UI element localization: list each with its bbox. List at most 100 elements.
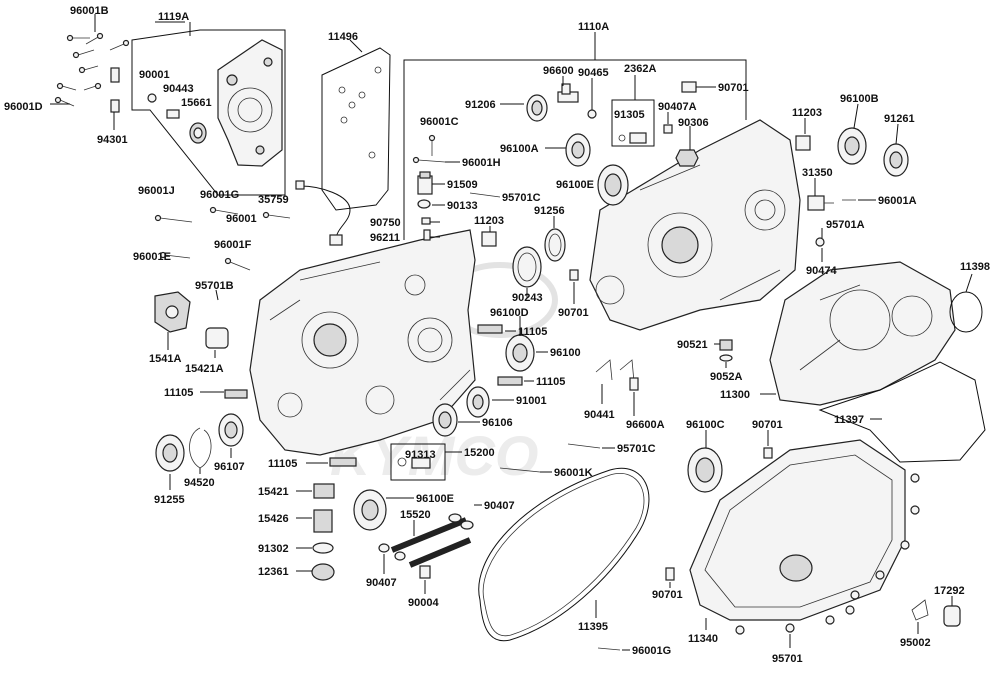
label-90133: 90133 <box>447 200 478 212</box>
label-90701b: 90701 <box>558 307 589 319</box>
part-90443 <box>166 109 180 119</box>
crankcase-left <box>249 229 476 456</box>
label-15661: 15661 <box>181 97 212 109</box>
seal-91001 <box>466 386 490 418</box>
label-96001C: 96001C <box>420 116 459 128</box>
label-2362A: 2362A <box>624 63 656 75</box>
pin-90701a <box>681 81 697 93</box>
label-96001E: 96001E <box>133 251 171 263</box>
label-90407a: 90407 <box>484 500 515 512</box>
label-90004: 90004 <box>408 597 439 609</box>
sleeve-17292 <box>943 605 961 627</box>
cover-11300 <box>769 261 956 406</box>
belt-11395 <box>478 467 650 642</box>
bolt-95701C-2 <box>567 443 601 449</box>
bearing-96100B <box>837 127 867 165</box>
label-11203a: 11203 <box>792 107 822 119</box>
bolt-96001K <box>499 467 541 473</box>
pin-90701d <box>665 567 675 581</box>
belt-11395-inner <box>482 473 645 637</box>
gasket-11397 <box>818 361 986 463</box>
seal-15661 <box>189 122 207 144</box>
label-31350: 31350 <box>802 167 833 179</box>
frame-91313 <box>390 443 446 481</box>
label-96100B: 96100B <box>840 93 879 105</box>
gasket-11496 <box>321 47 391 211</box>
bearing-96100D <box>505 334 535 372</box>
bolt-group-96001B <box>66 32 130 74</box>
label-17292: 17292 <box>934 585 965 597</box>
pin-94301 <box>110 67 120 83</box>
label-91305: 91305 <box>614 109 645 121</box>
label-90701a: 90701 <box>718 82 749 94</box>
label-96100E: 96100E <box>556 179 594 191</box>
label-90701d: 90701 <box>652 589 683 601</box>
part-91305-pin <box>629 132 647 144</box>
label-11105c: 11105 <box>164 387 193 399</box>
label-11395: 11395 <box>578 621 608 633</box>
label-90407b: 90407 <box>366 577 397 589</box>
label-94520: 94520 <box>184 477 215 489</box>
label-96001G2: 96001G <box>632 645 671 657</box>
bolt-96001H <box>412 156 446 164</box>
label-96211: 96211 <box>370 232 400 244</box>
shaft-15520 <box>390 517 472 568</box>
bolt-96001C <box>428 134 436 156</box>
part-90407A <box>663 124 673 134</box>
clip-94520 <box>189 427 212 469</box>
bearing-96106 <box>432 403 458 437</box>
pin-96600 <box>557 83 579 103</box>
label-11397: 11397 <box>834 414 864 426</box>
label-96106: 96106 <box>482 417 513 429</box>
oring-91302 <box>312 542 334 554</box>
sleeve-15421A <box>205 327 229 349</box>
bearing-96100A <box>565 133 591 167</box>
label-90443: 90443 <box>163 83 194 95</box>
label-11496: 11496 <box>328 31 358 43</box>
label-96001J: 96001J <box>138 185 175 197</box>
label-11105b: 11105 <box>536 376 565 388</box>
bolt-96001E <box>159 251 191 259</box>
label-96600A: 96600A <box>626 419 665 431</box>
pin-96600A <box>629 377 639 391</box>
bolt-group-96001D <box>54 82 102 107</box>
cap-12361 <box>311 563 335 581</box>
label-96100: 96100 <box>550 347 581 359</box>
washer-9052A <box>719 354 733 362</box>
label-12361: 12361 <box>258 566 289 578</box>
part-90001 <box>147 93 157 103</box>
crankcase-right <box>589 119 801 331</box>
label-91302: 91302 <box>258 543 289 555</box>
label-96001A: 96001A <box>878 195 917 207</box>
dowel-11203b <box>481 231 497 247</box>
cover-1119A <box>217 39 283 167</box>
label-11398: 11398 <box>960 261 990 273</box>
seal-91261 <box>883 143 909 177</box>
label-91313: 91313 <box>405 449 436 461</box>
label-90521: 90521 <box>677 339 708 351</box>
clip-95002 <box>911 599 929 621</box>
label-90441: 90441 <box>584 409 615 421</box>
part-91313-pins <box>397 457 431 469</box>
cover-11340 <box>689 439 906 621</box>
sensor-31350 <box>807 195 834 211</box>
pin-90701c <box>763 447 773 459</box>
gasket-11398 <box>949 291 983 333</box>
label-90243: 90243 <box>512 292 543 304</box>
frame-1110A <box>403 59 747 240</box>
label-90474: 90474 <box>806 265 837 277</box>
label-96100A: 96100A <box>500 143 539 155</box>
label-1110A: 1110A <box>578 21 609 33</box>
bolt-96001 <box>262 211 291 219</box>
washer-90465 <box>587 109 597 119</box>
bearing-96100E-top <box>597 164 629 206</box>
label-95701C2: 95701C <box>617 443 656 455</box>
label-91255: 91255 <box>154 494 185 506</box>
frame-1119A <box>131 29 286 196</box>
label-96100D: 96100D <box>490 307 529 319</box>
label-91261: 91261 <box>884 113 915 125</box>
label-11340: 11340 <box>688 633 718 645</box>
label-96001B: 96001B <box>70 5 109 17</box>
spring-15426 <box>313 509 333 533</box>
